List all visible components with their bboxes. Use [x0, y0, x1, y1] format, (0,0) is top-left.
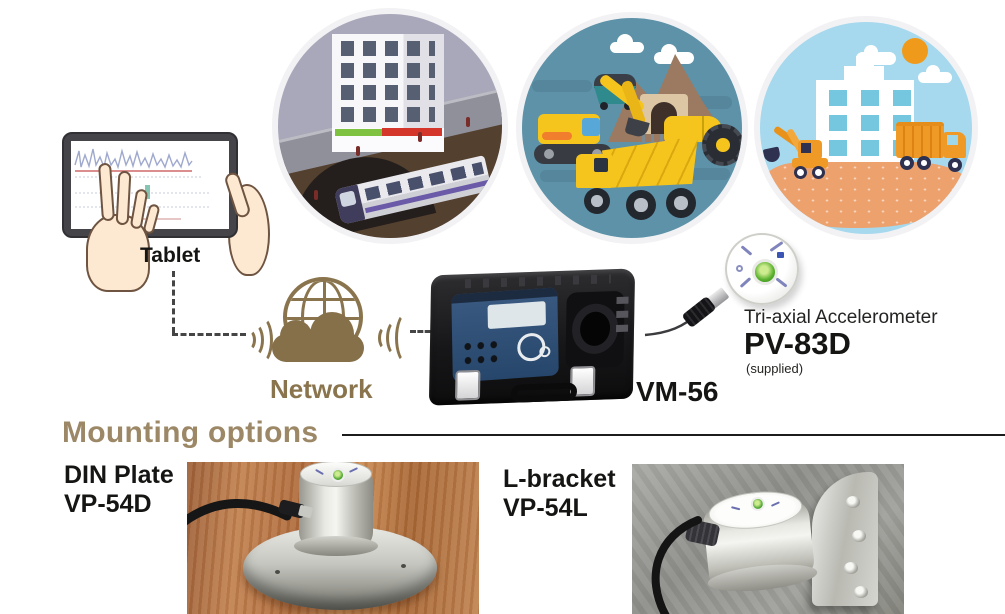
l-bracket-photo [632, 464, 904, 614]
connector-tablet-to-network [172, 333, 246, 336]
sensor-top-face [300, 462, 372, 487]
meter-display [487, 301, 546, 330]
construction-scene [760, 22, 972, 234]
din-plate-name: DIN Plate [64, 461, 174, 489]
mounting-options-heading: Mounting options [62, 416, 319, 449]
accelerometer-type-label: Tri-axial Accelerometer [744, 307, 938, 328]
dump-truck [576, 136, 702, 222]
din-plate-photo [187, 462, 479, 614]
sun-icon [902, 38, 928, 64]
dump-truck-bed [602, 136, 698, 188]
case-handle [510, 382, 578, 403]
mining-scene [522, 18, 742, 238]
accelerometer-model-label: PV-83D [744, 326, 851, 361]
label-mark [736, 265, 743, 272]
wifi-waves-left-icon [245, 316, 273, 364]
cloud-icon [272, 312, 364, 362]
tablet-label: Tablet [140, 244, 201, 267]
cloud-icon [610, 34, 644, 53]
sensor-cable [187, 498, 292, 526]
haul-truck [896, 118, 970, 174]
bubble-level-icon [331, 468, 345, 482]
connector-tablet-vertical [172, 271, 175, 333]
vm56-carrying-case [428, 268, 636, 406]
city-subway-scene [278, 14, 502, 238]
pedestrian [418, 132, 422, 142]
heading-divider [342, 434, 1005, 436]
sensor-cable [651, 516, 702, 614]
accelerometer-supplied-note: (supplied) [746, 361, 804, 376]
green-awning [335, 129, 383, 136]
pedestrian [466, 117, 470, 127]
platform-passenger [314, 190, 318, 200]
l-bracket-model: VP-54L [503, 494, 588, 522]
l-bracket-name: L-bracket [503, 465, 616, 493]
wifi-waves-right-icon [378, 312, 408, 364]
network-label: Network [270, 374, 373, 404]
coiled-cable [571, 302, 619, 355]
label-mark [777, 252, 784, 258]
red-awning [382, 128, 442, 136]
l-mounting-bracket [812, 472, 878, 606]
pv83d-accelerometer [725, 233, 799, 305]
rooftop-block [856, 56, 874, 68]
din-plate-label: DIN Plate VP-54D [64, 461, 174, 519]
l-bracket-label: L-bracket VP-54L [503, 465, 616, 523]
meter-keypad [461, 337, 502, 368]
connector-network-to-vm56 [410, 330, 438, 333]
cloud-icon [918, 65, 952, 83]
meter-dial [517, 332, 546, 363]
case-latch [454, 369, 481, 401]
bubble-level-icon [752, 259, 778, 285]
office-building [332, 34, 444, 152]
wheel-excavator [762, 125, 830, 180]
excavator-cab-window [582, 118, 600, 136]
vm56-label: VM-56 [636, 376, 719, 407]
rooftop-block [844, 66, 884, 82]
din-plate-model: VP-54D [64, 490, 152, 518]
dump-truck-cab [576, 154, 612, 188]
vibration-meter-unit [451, 287, 559, 383]
pedestrian [356, 146, 360, 156]
